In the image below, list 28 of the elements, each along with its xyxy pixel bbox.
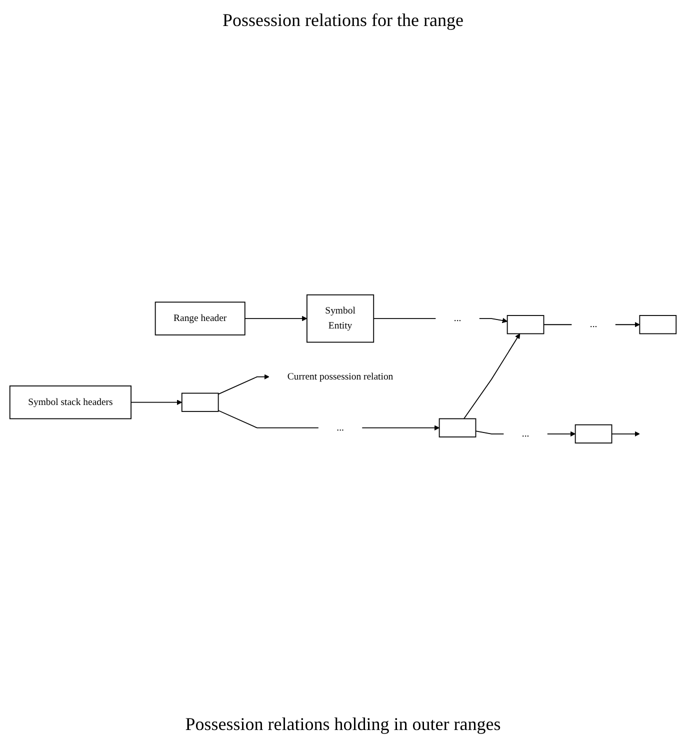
arrow: [611, 431, 640, 436]
node-text: ...: [590, 319, 598, 330]
arrow: [362, 425, 440, 430]
arrow: [218, 374, 270, 395]
caption-text: Possession relations for the range: [222, 10, 464, 31]
node-box: [181, 392, 219, 412]
node-box: Symbol stack headers: [9, 385, 132, 420]
caption-text: Possession relations holding in outer ranges: [185, 714, 501, 735]
connector: [373, 318, 436, 319]
node-box: [506, 314, 544, 334]
node-text: ...: [336, 422, 344, 433]
arrow: [614, 322, 640, 328]
node-text: Current possession relation: [287, 371, 394, 382]
node-box: [438, 418, 476, 438]
node-box: [574, 424, 612, 444]
node-text: ...: [454, 312, 462, 324]
connector: [218, 410, 319, 428]
arrow: [130, 400, 182, 405]
node-text: ...: [522, 428, 530, 439]
arrow: [478, 318, 508, 324]
node-box: [639, 314, 677, 334]
connector: [475, 430, 504, 434]
arrow: [546, 431, 576, 436]
connector: [543, 324, 572, 325]
node-box: Range header: [154, 302, 246, 336]
arrow: [244, 316, 308, 322]
arrow: [463, 333, 520, 420]
node-box: Symbol Entity: [306, 294, 374, 343]
